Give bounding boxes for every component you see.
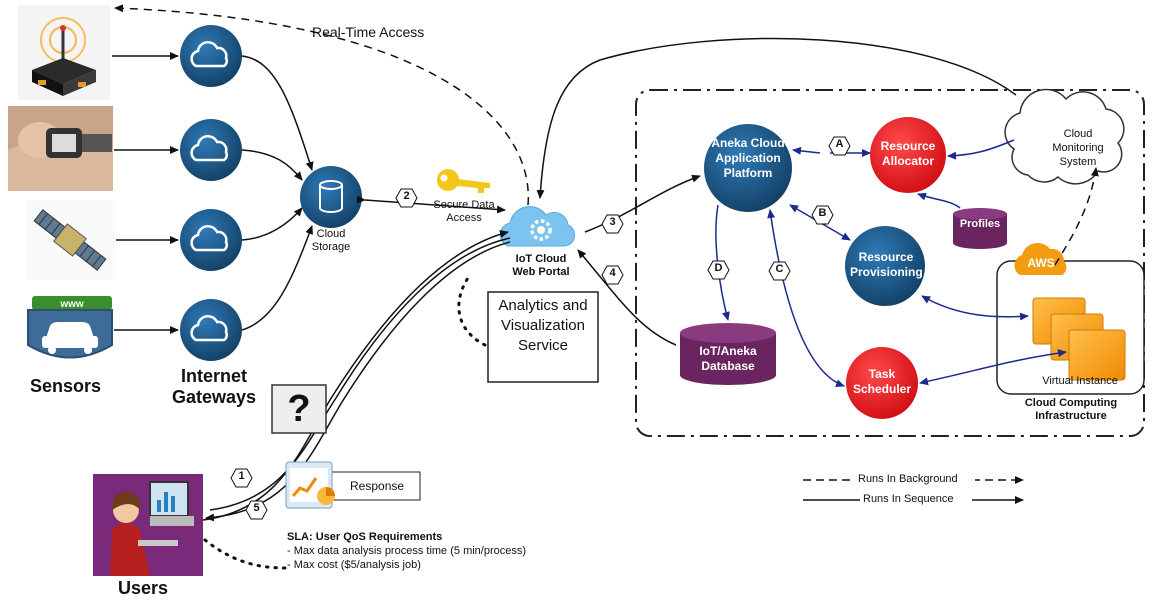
sla-title: SLA: User QoS Requirements	[287, 531, 443, 543]
sla-item-2: - Max cost ($5/analysis job)	[287, 559, 421, 571]
step-d-marker	[707, 260, 730, 280]
realtime-access-label: Real-Time Access	[312, 24, 425, 40]
resource-allocator-node	[870, 117, 946, 193]
monitoring-label: Cloud Monitoring System	[1052, 128, 1104, 168]
gateways-label: Internet Gateways	[171, 366, 257, 407]
scheduler-label: Task Scheduler	[852, 367, 912, 396]
analytics-box	[487, 291, 599, 383]
step-d-label: D	[714, 262, 723, 274]
virtual-instance-icon	[1032, 297, 1126, 381]
iot-aneka-database-node	[680, 323, 776, 385]
allocator-label: Resource Allocator	[880, 139, 936, 168]
gateway-4-icon	[180, 299, 242, 361]
sensors-label: Sensors	[30, 376, 102, 396]
sensor-wearable-image	[8, 106, 113, 191]
resource-provisioning-node	[845, 226, 925, 306]
iot-cloud-portal-icon	[499, 206, 576, 247]
cloud-platform-frame	[635, 89, 1145, 437]
aneka-label: Aneka Cloud Application Platform	[711, 136, 785, 180]
step-4-marker	[601, 265, 624, 285]
database-label: IoT/Aneka Database	[699, 344, 757, 373]
profiles-node	[953, 208, 1007, 249]
aneka-platform-node	[704, 124, 792, 212]
dashboard-icon	[285, 461, 335, 509]
step-3-marker	[601, 214, 624, 234]
step-1-label: 1	[238, 470, 245, 482]
cloud-storage-icon	[300, 166, 362, 228]
provisioning-label: Resource Provisioning	[850, 250, 923, 279]
aws-icon	[1014, 242, 1067, 275]
task-scheduler-node	[846, 347, 918, 419]
step-b-marker	[811, 205, 834, 225]
step-3-label: 3	[609, 216, 616, 228]
step-a-marker	[828, 136, 851, 156]
step-a-label: A	[835, 138, 844, 150]
cloud-monitoring-node	[1004, 88, 1125, 185]
sensor-antenna-image	[18, 5, 110, 100]
analytics-label: Analytics and Visualization Service	[498, 297, 588, 354]
step-c-marker	[768, 261, 791, 281]
step-2-label: 2	[403, 190, 410, 202]
gateway-1-icon	[180, 25, 242, 87]
unknown-mark: ?	[287, 388, 311, 430]
sensor-satellite-image	[25, 200, 115, 280]
infrastructure-label: Cloud Computing Infrastructure	[1024, 397, 1118, 422]
legend-sequence-label: Runs In Sequence	[863, 493, 954, 505]
response-label: Response	[350, 479, 405, 493]
step-4-label: 4	[609, 267, 616, 279]
gateway-2-icon	[180, 119, 242, 181]
users-label: Users	[118, 578, 169, 598]
user-at-computer-image	[93, 474, 203, 576]
key-icon	[437, 169, 490, 193]
legend-background-label: Runs In Background	[858, 473, 958, 485]
secure-data-access-label: Secure Data Access	[433, 199, 495, 224]
svg-text:www: www	[59, 299, 84, 310]
unknown-box	[271, 384, 327, 434]
cloud-storage-label: Cloud Storage	[311, 228, 351, 253]
sensor-connected-car-icon: www	[27, 296, 113, 359]
portal-label: IoT Cloud Web Portal	[512, 253, 570, 278]
step-1-marker	[230, 468, 253, 488]
step-b-label: B	[818, 207, 827, 219]
sla-item-1: - Max data analysis process time (5 min/…	[287, 545, 527, 557]
gateway-3-icon	[180, 209, 242, 271]
step-5-marker	[245, 500, 268, 520]
step-c-label: C	[775, 263, 784, 275]
virtual-instance-label: Virtual Instance	[1042, 375, 1118, 387]
step-5-label: 5	[253, 502, 260, 514]
step-2-marker	[395, 188, 418, 208]
profiles-label: Profiles	[959, 218, 1001, 230]
aws-label: AWS	[1027, 256, 1055, 270]
